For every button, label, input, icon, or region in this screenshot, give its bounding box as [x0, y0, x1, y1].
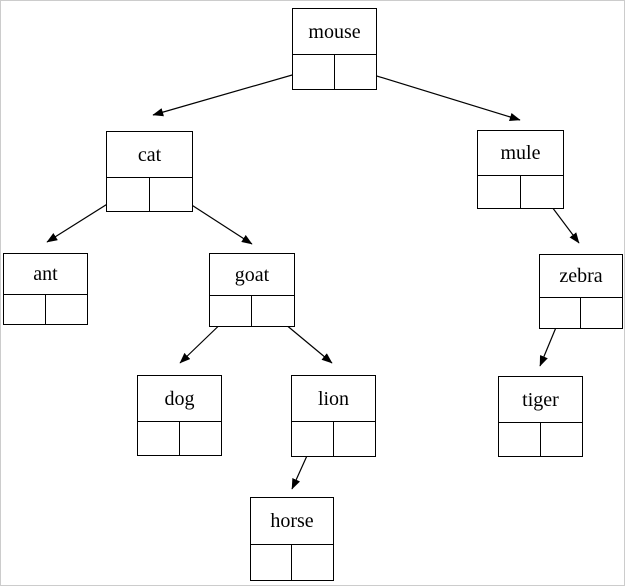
node-label-mouse: mouse: [293, 9, 376, 55]
node-left-pointer-tiger[interactable]: [499, 423, 541, 456]
node-pointer-row-horse: [251, 545, 333, 580]
tree-edge-mouse-left-cat: [152, 68, 314, 117]
node-label-zebra: zebra: [540, 255, 622, 298]
node-left-pointer-dog[interactable]: [138, 422, 180, 455]
node-right-pointer-tiger[interactable]: [541, 423, 583, 456]
tree-node-dog[interactable]: dog: [137, 375, 222, 456]
node-right-pointer-mouse[interactable]: [335, 55, 377, 89]
tree-node-mule[interactable]: mule: [477, 130, 564, 209]
node-label-lion: lion: [292, 376, 375, 422]
node-left-pointer-cat[interactable]: [107, 178, 150, 211]
node-right-pointer-dog[interactable]: [180, 422, 222, 455]
tree-node-zebra[interactable]: zebra: [539, 254, 623, 329]
node-right-pointer-mule[interactable]: [521, 176, 564, 208]
node-label-mule: mule: [478, 131, 563, 176]
node-right-pointer-ant[interactable]: [46, 295, 88, 324]
node-pointer-row-zebra: [540, 298, 622, 328]
node-left-pointer-horse[interactable]: [251, 545, 292, 580]
node-label-ant: ant: [4, 254, 87, 295]
node-left-pointer-lion[interactable]: [292, 422, 334, 456]
tree-edge-mouse-right-mule: [353, 68, 521, 122]
node-left-pointer-mule[interactable]: [478, 176, 521, 208]
node-right-pointer-zebra[interactable]: [581, 298, 622, 328]
node-label-dog: dog: [138, 376, 221, 422]
tree-node-cat[interactable]: cat: [106, 131, 193, 212]
tree-node-ant[interactable]: ant: [3, 253, 88, 325]
node-pointer-row-mule: [478, 176, 563, 208]
node-label-cat: cat: [107, 132, 192, 178]
node-pointer-row-cat: [107, 178, 192, 211]
node-left-pointer-goat[interactable]: [210, 296, 252, 326]
tree-node-mouse[interactable]: mouse: [292, 8, 377, 90]
node-pointer-row-lion: [292, 422, 375, 456]
tree-node-tiger[interactable]: tiger: [498, 376, 583, 457]
node-right-pointer-cat[interactable]: [150, 178, 193, 211]
tree-node-horse[interactable]: horse: [250, 497, 334, 581]
node-pointer-row-mouse: [293, 55, 376, 89]
node-right-pointer-lion[interactable]: [334, 422, 376, 456]
node-pointer-row-goat: [210, 296, 294, 326]
node-label-tiger: tiger: [499, 377, 582, 423]
node-left-pointer-zebra[interactable]: [540, 298, 581, 328]
node-left-pointer-ant[interactable]: [4, 295, 46, 324]
node-right-pointer-horse[interactable]: [292, 545, 333, 580]
node-right-pointer-goat[interactable]: [252, 296, 294, 326]
node-pointer-row-tiger: [499, 423, 582, 456]
node-label-goat: goat: [210, 254, 294, 296]
node-left-pointer-mouse[interactable]: [293, 55, 335, 89]
tree-node-lion[interactable]: lion: [291, 375, 376, 457]
node-pointer-row-ant: [4, 295, 87, 324]
tree-node-goat[interactable]: goat: [209, 253, 295, 327]
node-pointer-row-dog: [138, 422, 221, 455]
node-label-horse: horse: [251, 498, 333, 545]
